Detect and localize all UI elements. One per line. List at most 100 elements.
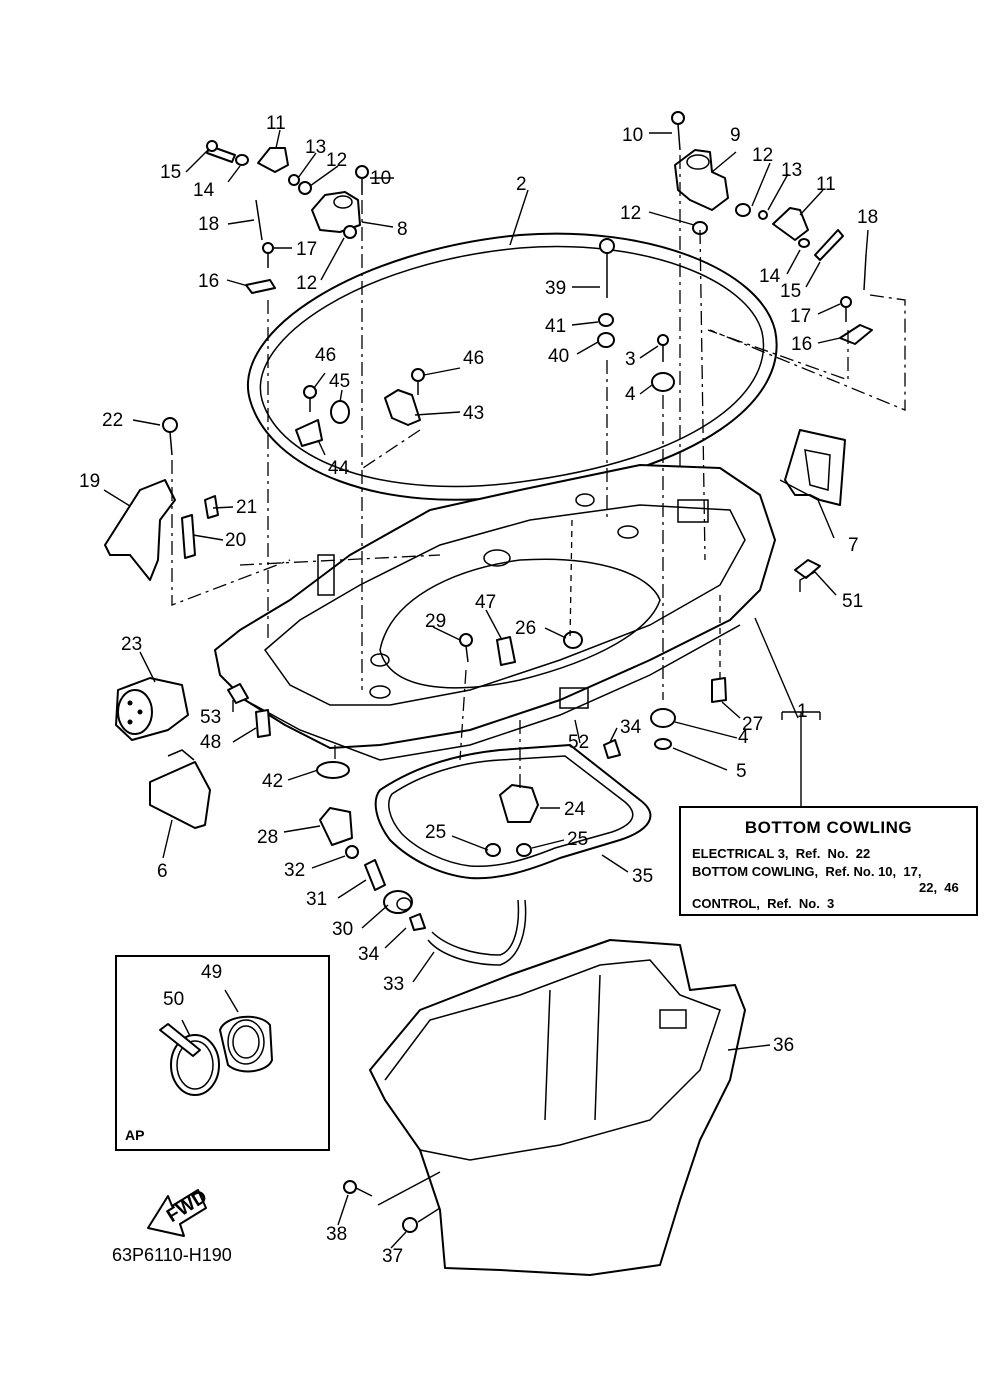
callout-38: 38 [326,1224,347,1245]
clamp-part-34-upper [603,739,621,759]
callout-43: 43 [463,403,484,424]
callout-6: 6 [157,861,168,882]
callout-14-right: 14 [759,266,781,287]
cover-part-6 [149,749,211,829]
callout-25-right: 25 [567,829,588,850]
holder-part-43 [384,389,421,426]
washer-part-14-left [235,154,249,166]
reference-box-title: BOTTOM COWLING [744,818,913,837]
callout-13-left: 13 [305,137,326,158]
clip-part-47 [496,636,516,666]
grommet-part-4-upper [651,372,675,392]
callout-23: 23 [121,634,142,655]
bottom-cowling-part-1 [214,464,776,761]
bracket-part-28 [319,807,353,846]
bracket-part-8 [311,191,361,233]
bolt-part-39 [599,238,615,298]
bolt-part-10-right [671,111,685,151]
seal-ring-part-2 [247,232,778,501]
callout-5: 5 [736,761,747,782]
callout-15-left: 15 [160,162,181,183]
callout-47: 47 [475,592,496,613]
nut-part-37 [402,1217,418,1233]
callout-35: 35 [632,866,653,887]
callout-19: 19 [79,471,100,492]
callout-49: 49 [201,962,222,983]
collar-part-5 [654,738,672,750]
callout-12-right-lower: 12 [620,203,641,224]
callout-2: 2 [516,174,527,195]
grommet-part-24 [499,784,539,823]
callout-18-right: 18 [857,207,878,228]
callout-42: 42 [262,771,283,792]
washer-part-12-right [692,203,751,235]
reference-line-control: CONTROL, Ref. No. 3 [692,896,835,911]
callout-37: 37 [382,1246,403,1267]
callout-12-left-lower: 12 [296,273,317,294]
alignment-lines [171,155,906,790]
fwd-arrow: FWD [147,1186,211,1237]
callout-41: 41 [545,316,566,337]
callout-34-upper: 34 [620,717,642,738]
callout-12-left: 12 [326,150,347,171]
leader-lines [103,129,869,1249]
callout-13-right: 13 [781,160,802,181]
callout-11-right: 11 [816,174,836,195]
label-part-51 [794,559,821,579]
washer-part-13-right [758,210,768,220]
washer-part-14-right [798,238,810,248]
grommet-part-40 [597,332,615,348]
callout-32: 32 [284,860,305,881]
bolt-part-10-left [355,165,369,195]
clamp-part-25-left [485,843,501,857]
spring-part-18-right [863,254,867,291]
clamp-part-11-left [257,147,289,173]
ap-inset-label: AP [125,1127,145,1143]
callout-22: 22 [102,410,123,431]
grommet-part-42 [316,761,350,779]
callout-40: 40 [548,346,569,367]
label-part-53 [227,683,249,704]
callout-14-left: 14 [193,180,215,201]
callout-33: 33 [383,974,404,995]
grommet-part-26 [563,631,583,649]
callout-45: 45 [329,371,350,392]
callout-15-right: 15 [780,281,801,302]
bolt-part-17-right [840,296,852,322]
ap-inset-parts [159,1015,273,1096]
callout-26: 26 [515,618,536,639]
callout-48: 48 [200,732,221,753]
grommet-part-30 [383,890,413,914]
grommet-part-41 [598,313,614,327]
bracket-part-44 [295,419,323,447]
reference-box: BOTTOM COWLING ELECTRICAL 3, Ref. No. 22… [679,806,978,916]
callout-17-right: 17 [790,306,811,327]
ap-inset-box: AP [115,955,330,1151]
bolt-part-3 [657,334,669,362]
callout-20: 20 [225,530,246,551]
clip-part-21 [204,495,219,519]
callout-31: 31 [306,889,327,910]
callout-29: 29 [425,611,446,632]
callout-12-right: 12 [752,145,773,166]
callout-9: 9 [730,125,741,146]
bolt-part-17-left [262,242,274,268]
washer-part-13-left [288,174,300,186]
callout-30: 30 [332,919,353,940]
handle-part-7 [784,429,846,506]
washer-part-12-left [298,181,357,239]
bolt-part-38 [343,1180,373,1197]
grommet-part-4-lower [650,708,676,728]
callout-labels: 1 2 3 4 4 5 6 7 8 9 10 10 11 11 12 12 12… [79,113,878,1267]
bolt-part-46-left [303,385,317,412]
clamp-part-34-lower [409,913,426,931]
callout-46-right: 46 [463,348,484,369]
callout-28: 28 [257,827,278,848]
callout-52: 52 [568,732,589,753]
apron-part-36 [369,939,746,1276]
clamp-part-11-right [772,207,809,241]
spring-part-18-left [255,199,263,241]
callout-4-lower: 4 [738,727,749,748]
bolt-part-22 [162,417,178,456]
